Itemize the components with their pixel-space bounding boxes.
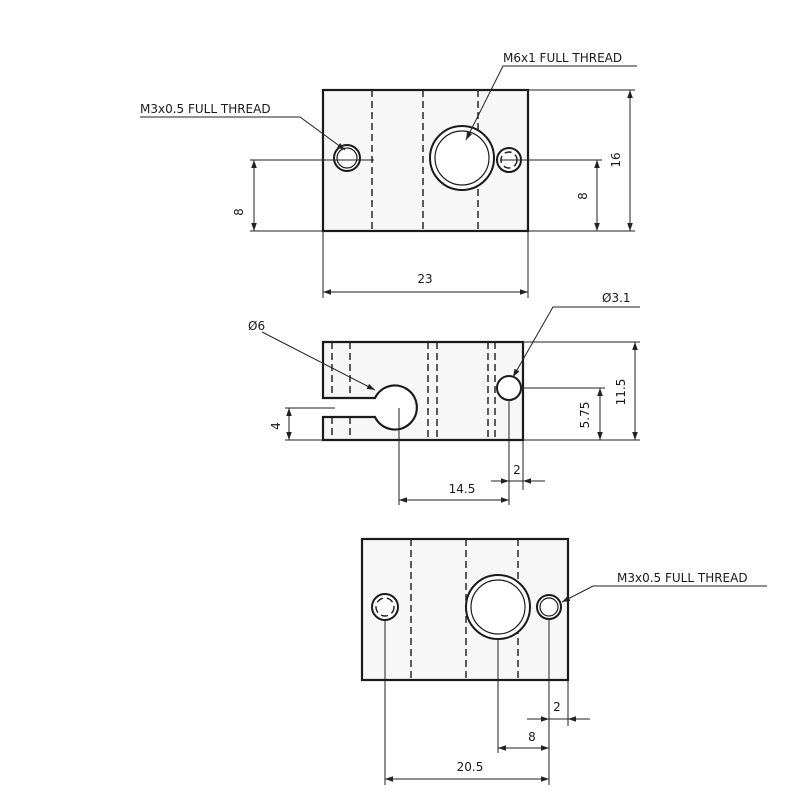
dim-8-bottom: 8 [528, 730, 536, 744]
side-view-body [321, 340, 525, 442]
dim-8-left: 8 [232, 208, 246, 216]
side-view: 4 5.75 11.5 2 14.5 Ø6 Ø3.1 [248, 291, 640, 505]
note-dia-6: Ø6 [248, 319, 265, 333]
leader-m3-bottom [561, 585, 767, 603]
dim-14-5: 14.5 [449, 482, 476, 496]
m6-hole [429, 125, 495, 191]
dim-4: 4 [269, 422, 283, 430]
dim-2-bottom: 2 [553, 700, 561, 714]
dim-8-right: 8 [576, 192, 590, 200]
m3-hole [333, 144, 361, 172]
m6-hole-bottom [465, 574, 531, 640]
dim-23: 23 [417, 272, 432, 286]
leader-dia-6 [261, 331, 376, 391]
dim-20-5: 20.5 [457, 760, 484, 774]
leader-dia-3-1 [512, 306, 640, 378]
dim-11-5: 11.5 [614, 379, 628, 406]
dim-5-75: 5.75 [578, 402, 592, 429]
bottom-view: 20.5 8 2 M3x0.5 FULL THREAD [360, 537, 767, 785]
note-m3-bottom: M3x0.5 FULL THREAD [617, 571, 748, 585]
leader-m3-top [140, 116, 346, 151]
dim-16: 16 [609, 152, 623, 167]
note-dia-3-1: Ø3.1 [602, 291, 631, 305]
dia-3-1-hole [496, 375, 522, 401]
top-view: 8 8 16 23 M3x0.5 FULL THREAD M6x1 FULL T… [140, 51, 637, 298]
note-m3-top: M3x0.5 FULL THREAD [140, 102, 271, 116]
dim-2-mid: 2 [513, 463, 521, 477]
note-m6: M6x1 FULL THREAD [503, 51, 622, 65]
leader-m6 [465, 65, 637, 141]
